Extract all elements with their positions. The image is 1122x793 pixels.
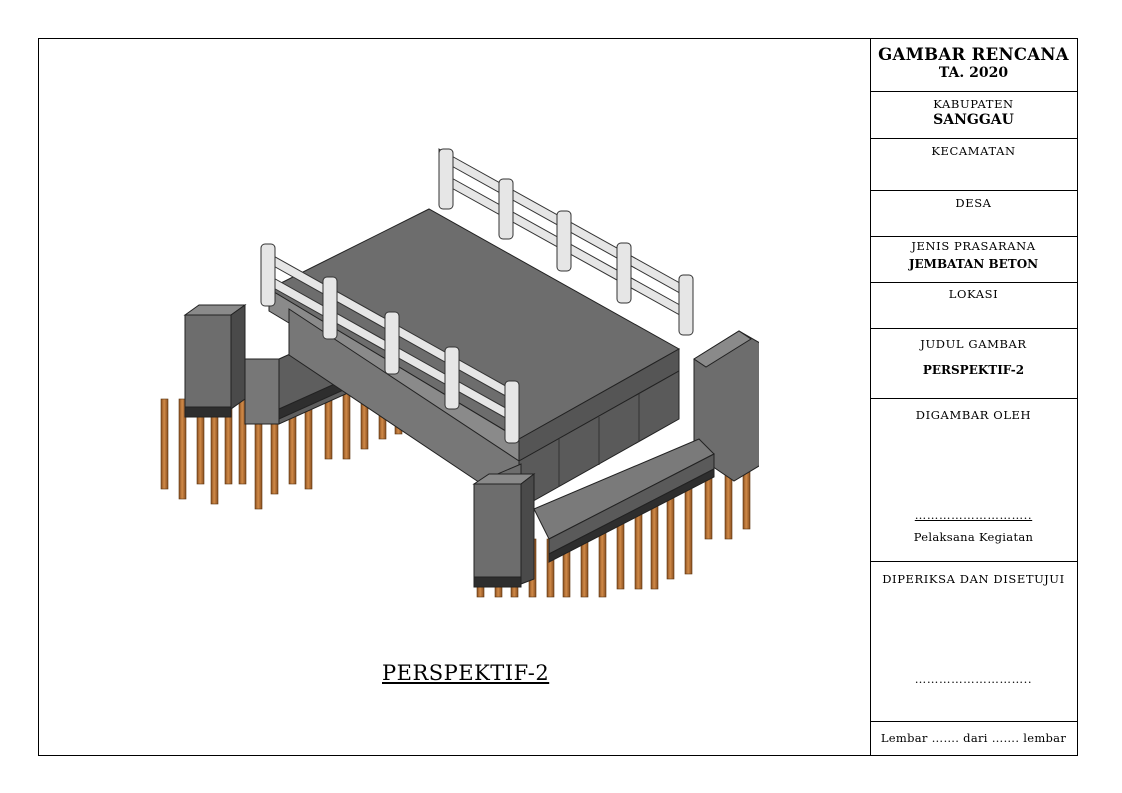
kecamatan-cell: KECAMATAN	[870, 139, 1077, 191]
diperiksa-label: DIPERIKSA DAN DISETUJUI	[882, 572, 1065, 586]
digambar-role: Pelaksana Kegiatan	[913, 530, 1034, 544]
header-title: GAMBAR RENCANA	[878, 45, 1069, 64]
digambar-oleh-cell: DIGAMBAR OLEH ……………………….. Pelaksana Kegi…	[870, 399, 1077, 562]
drawing-sheet: PERSPEKTIF-2 GAMBAR RENCANA TA. 2020 KAB…	[38, 38, 1078, 756]
desa-cell: DESA	[870, 191, 1077, 237]
desa-label: DESA	[955, 196, 992, 210]
digambar-label: DIGAMBAR OLEH	[915, 408, 1032, 422]
judul-value: PERSPEKTIF-2	[922, 363, 1025, 377]
header-year: TA. 2020	[938, 65, 1009, 81]
judul-gambar-cell: JUDUL GAMBAR PERSPEKTIF-2	[870, 329, 1077, 399]
lokasi-cell: LOKASI	[870, 283, 1077, 329]
jenis-label: JENIS PRASARANA	[911, 239, 1036, 253]
digambar-signature-line: ………………………..	[914, 508, 1033, 522]
kabupaten-label: KABUPATEN	[933, 97, 1014, 111]
lembar-text: Lembar ……. dari ……. lembar	[880, 731, 1067, 745]
diperiksa-signature-line: ………………………..	[914, 672, 1033, 686]
diperiksa-cell: DIPERIKSA DAN DISETUJUI ………………………..	[870, 562, 1077, 722]
right-abutment	[472, 330, 759, 588]
lokasi-label: LOKASI	[948, 287, 999, 301]
jenis-value: JEMBATAN BETON	[908, 257, 1039, 271]
drawing-area: PERSPEKTIF-2	[39, 39, 871, 755]
title-block-header: GAMBAR RENCANA TA. 2020	[870, 39, 1077, 92]
jenis-prasarana-cell: JENIS PRASARANA JEMBATAN BETON	[870, 237, 1077, 283]
title-block: GAMBAR RENCANA TA. 2020 KABUPATEN SANGGA…	[870, 39, 1077, 755]
kabupaten-cell: KABUPATEN SANGGAU	[870, 92, 1077, 139]
drawing-caption: PERSPEKTIF-2	[382, 661, 550, 685]
judul-label: JUDUL GAMBAR	[920, 337, 1027, 351]
railing-back	[438, 148, 694, 336]
lembar-cell: Lembar ……. dari ……. lembar	[870, 722, 1077, 755]
kecamatan-label: KECAMATAN	[931, 144, 1016, 158]
kabupaten-value: SANGGAU	[933, 112, 1014, 128]
bridge-perspective-illustration	[160, 148, 759, 598]
railing-front	[260, 243, 520, 444]
